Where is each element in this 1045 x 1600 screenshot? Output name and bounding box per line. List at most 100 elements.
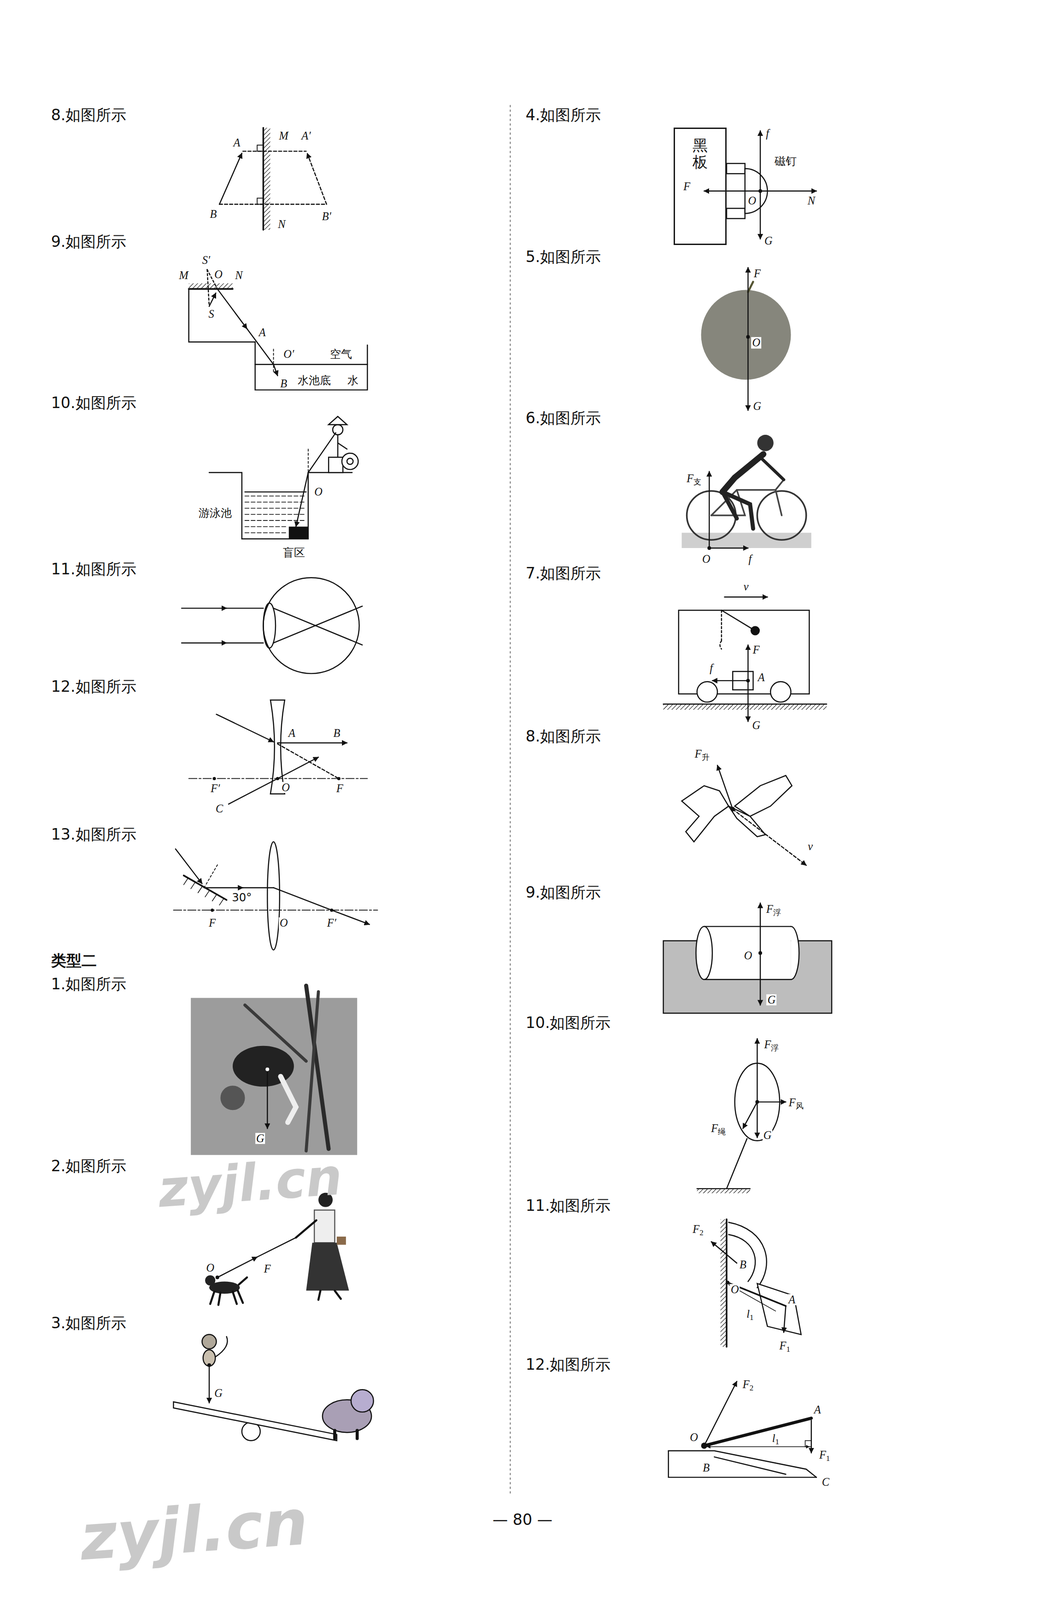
point-label: F [751, 644, 761, 656]
convex-lens-figure [219, 899, 224, 906]
point-label: f [747, 553, 753, 565]
mirror-pool-figure [188, 288, 368, 390]
point-label: B [332, 727, 341, 740]
point-label: l1 [771, 1433, 781, 1446]
pool-figure [245, 508, 307, 510]
dog-walker-figure [218, 1293, 221, 1306]
convex-lens-figure [198, 886, 203, 893]
point-label: O [743, 950, 754, 962]
point-label: O [313, 486, 324, 498]
base-lever-figure [668, 1451, 817, 1479]
column-divider [510, 105, 511, 1496]
magnet-figure [760, 190, 817, 192]
bird-figure [717, 765, 733, 810]
point-label: O [701, 553, 712, 565]
floating-cylinder-figure [791, 927, 800, 981]
cart-figure [724, 596, 768, 598]
base-lever-figure [810, 1420, 812, 1454]
point-label: F浮 [763, 1039, 780, 1053]
point-label: F2 [741, 1379, 755, 1392]
point-label: F支 [685, 473, 703, 486]
point-label: O [278, 917, 289, 929]
point-label: A [287, 727, 297, 740]
seesaw-figure [202, 1335, 217, 1350]
pool-figure [307, 449, 309, 473]
balloon-figure [757, 1101, 786, 1103]
question-number: 12.如图所示 [51, 679, 137, 695]
plane-mirror-figure [257, 198, 264, 205]
point-label: A [787, 1294, 797, 1306]
dog-walker-figure [215, 1276, 220, 1280]
board-text: 黑板 [692, 137, 708, 171]
floating-cylinder-figure [704, 927, 791, 981]
floating-cylinder-figure [663, 903, 832, 1014]
pool-figure [308, 433, 336, 473]
answer-figures [173, 105, 833, 1496]
bird-figure [681, 786, 729, 843]
dog-walker-figure [238, 1278, 247, 1286]
apple-figure [701, 290, 792, 381]
skier-photo [265, 1068, 270, 1072]
point-label: F风 [787, 1097, 805, 1111]
point-label: C [214, 803, 224, 815]
point-label: O [751, 337, 762, 349]
mirror-pool-figure [209, 293, 216, 307]
convex-lens-figure [173, 842, 378, 951]
eye-figure [226, 642, 264, 644]
balloon-figure [697, 1189, 751, 1194]
cart-figure [678, 610, 810, 695]
seesaw-figure [173, 1335, 374, 1442]
wall-lever-figure [728, 1222, 767, 1289]
point-label: G [762, 1130, 773, 1142]
point-label: C [821, 1477, 831, 1489]
watermark: zyjl.cn [156, 1151, 344, 1216]
plane-mirror-figure [257, 145, 264, 152]
apple-figure [747, 336, 749, 411]
pool-figure [245, 501, 307, 503]
pool-figure [245, 514, 307, 516]
cyclist-figure [709, 547, 748, 549]
dog-walker-figure [232, 1292, 237, 1305]
cyclist-figure [775, 480, 784, 491]
question-number: 12.如图所示 [525, 1357, 611, 1374]
question-number: 11.如图所示 [51, 561, 137, 577]
wall-lever-figure [757, 1284, 801, 1336]
wall-lever-figure [711, 1219, 802, 1348]
cart-figure [747, 645, 749, 682]
subscript: 浮 [773, 908, 781, 917]
convex-lens-figure [204, 887, 243, 889]
floating-cylinder-figure [759, 903, 761, 954]
part-label: 水 [346, 375, 360, 387]
bird-figure [732, 809, 806, 866]
subscript: 2 [749, 1383, 754, 1393]
dog-walker-figure [205, 1275, 216, 1286]
point-label: M [278, 129, 290, 141]
eye-figure [263, 603, 276, 649]
part-label: 空气 [328, 348, 353, 360]
cart-figure [751, 626, 760, 635]
cyclist-figure [708, 471, 710, 549]
point-label: v [742, 581, 750, 593]
magnet-figure [726, 163, 746, 174]
wall-lever-figure [711, 1242, 737, 1264]
point-label: F [682, 181, 692, 193]
question-number: 13.如图所示 [51, 827, 137, 843]
bird-figure [730, 807, 735, 812]
point-label: A [813, 1404, 822, 1416]
floating-cylinder-figure [758, 951, 763, 956]
base-lever-figure [668, 1381, 817, 1478]
wall-lever-figure [727, 1283, 786, 1307]
point-label: B′ [321, 210, 333, 222]
seesaw-figure [355, 1431, 359, 1440]
question-number: 9.如图所示 [525, 885, 602, 901]
point-label: F1 [778, 1340, 791, 1354]
subscript: 1 [749, 1313, 754, 1323]
base-lever-figure [805, 1441, 812, 1448]
point-label: O [213, 269, 224, 281]
point-label: F2 [691, 1224, 705, 1237]
balloon-figure [697, 1188, 751, 1190]
wall-lever-figure [728, 1235, 756, 1283]
mirror-pool-figure [273, 349, 275, 374]
dog-walker-figure [305, 1243, 349, 1292]
